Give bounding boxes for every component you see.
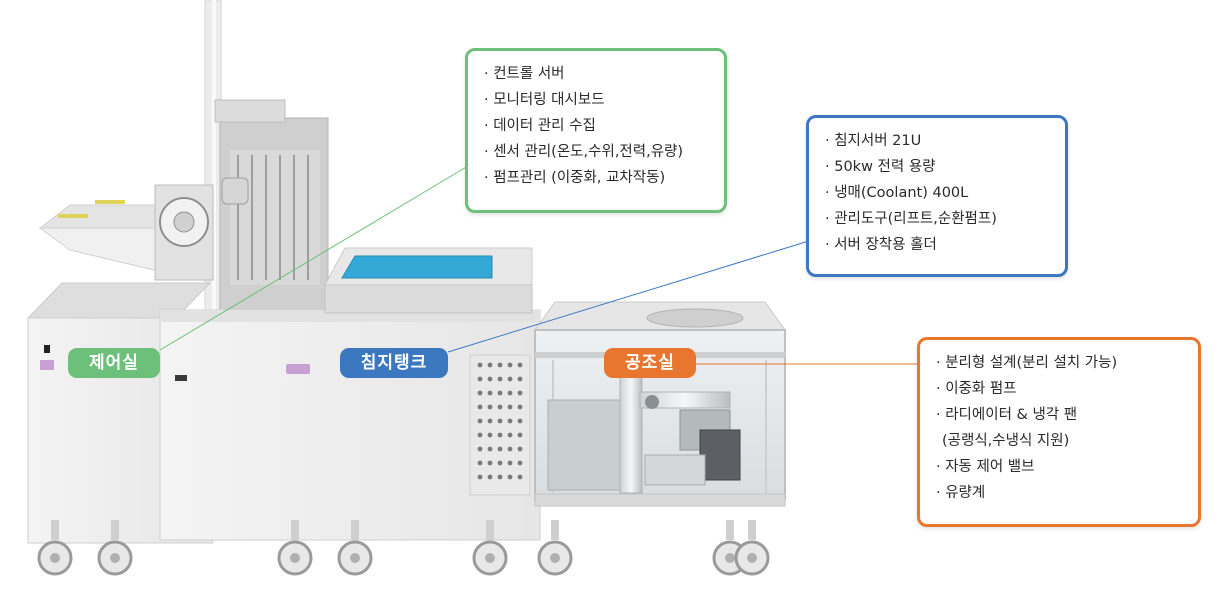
callout-item: · 데이터 관리 수집	[484, 118, 596, 134]
vent-hole	[517, 446, 523, 452]
hvac-room-label: 공조실	[604, 348, 696, 378]
vent-hole	[517, 460, 523, 466]
control-room-callout: · 컨트롤 서버 · 모니터링 대시보드 · 데이터 관리 수집 · 센서 관리…	[465, 48, 727, 213]
vent-hole	[487, 432, 493, 438]
vent-hole	[507, 446, 513, 452]
callout-item: · 50kw 전력 용량	[825, 159, 936, 175]
pump-module	[154, 177, 249, 281]
leader-lines	[159, 159, 920, 365]
vent-hole	[517, 390, 523, 396]
callout-item: · 서버 장착용 홀더	[825, 237, 937, 253]
hvac-room-callout: · 분리형 설계(분리 설치 가능) · 이중화 펌프 · 라디에이터 & 냉각…	[917, 337, 1201, 527]
callout-item: · 펌프관리 (이중화, 교차작동)	[484, 170, 666, 186]
vent-hole	[517, 376, 523, 382]
callout-item: · 자동 제어 밸브	[936, 459, 1035, 475]
vent-hole	[487, 418, 493, 424]
vent-hole	[497, 432, 503, 438]
vent-hole	[497, 460, 503, 466]
caster-wheel	[472, 520, 508, 576]
caster-wheel	[734, 520, 770, 576]
callout-item: · 라디에이터 & 냉각 팬	[936, 407, 1078, 423]
vent-hole	[497, 390, 503, 396]
immersion-tank-label: 침지탱크	[340, 348, 448, 378]
callout-item: · 이중화 펌프	[936, 381, 1017, 397]
caster-wheel	[37, 520, 73, 576]
vent-hole	[477, 460, 483, 466]
vent-hole	[477, 404, 483, 410]
casters	[37, 520, 770, 576]
caster-wheel	[337, 520, 373, 576]
vent-hole	[497, 376, 503, 382]
vent-hole	[477, 362, 483, 368]
leader-line-control	[159, 159, 479, 351]
callout-item: (공랭식,수냉식 지원)	[942, 433, 1070, 449]
vent-hole	[497, 418, 503, 424]
vent-hole	[507, 474, 513, 480]
caster-wheel	[97, 520, 133, 576]
hvac-internals	[547, 367, 741, 494]
vent-hole	[497, 446, 503, 452]
leader-line-tank	[447, 239, 813, 353]
vent-hole	[517, 418, 523, 424]
vent-hole	[487, 446, 493, 452]
vent-hole	[507, 404, 513, 410]
vent-hole	[507, 362, 513, 368]
tank-lid	[324, 247, 533, 314]
vent-hole	[477, 432, 483, 438]
vent-hole	[517, 362, 523, 368]
vent-hole	[507, 418, 513, 424]
vent-hole	[497, 474, 503, 480]
vent-hole	[517, 404, 523, 410]
vent-hole	[477, 418, 483, 424]
vent-hole	[497, 404, 503, 410]
vent-hole	[507, 390, 513, 396]
vent-hole	[497, 362, 503, 368]
caster-wheel	[277, 520, 313, 576]
vent-hole	[517, 474, 523, 480]
callout-item: · 관리도구(리프트,순환펌프)	[825, 211, 997, 227]
callout-item: · 센서 관리(온도,수위,전력,유량)	[484, 144, 684, 160]
caster-wheel	[537, 520, 573, 576]
vent-panel	[469, 354, 531, 496]
callout-item: · 침지서버 21U	[825, 133, 922, 149]
callout-item: · 냉매(Coolant) 400L	[825, 185, 969, 201]
vent-hole	[507, 460, 513, 466]
vent-hole	[487, 460, 493, 466]
callout-item: · 유량계	[936, 485, 986, 501]
vent-hole	[517, 432, 523, 438]
vent-hole	[477, 376, 483, 382]
top-tray	[38, 200, 192, 276]
vent-hole	[507, 432, 513, 438]
vent-hole	[507, 376, 513, 382]
control-room-label: 제어실	[68, 348, 160, 378]
callout-item: · 모니터링 대시보드	[484, 92, 605, 108]
vent-hole	[487, 376, 493, 382]
vent-hole	[487, 474, 493, 480]
vent-hole	[487, 404, 493, 410]
callout-item: · 컨트롤 서버	[484, 66, 565, 82]
vent-hole	[477, 446, 483, 452]
server-enclosure	[214, 99, 329, 314]
callout-item: · 분리형 설계(분리 설치 가능)	[936, 355, 1118, 371]
vent-hole	[477, 474, 483, 480]
immersion-tank-callout: · 침지서버 21U · 50kw 전력 용량 · 냉매(Coolant) 40…	[806, 115, 1068, 277]
vent-hole	[487, 362, 493, 368]
vent-hole	[477, 390, 483, 396]
vent-hole	[487, 390, 493, 396]
